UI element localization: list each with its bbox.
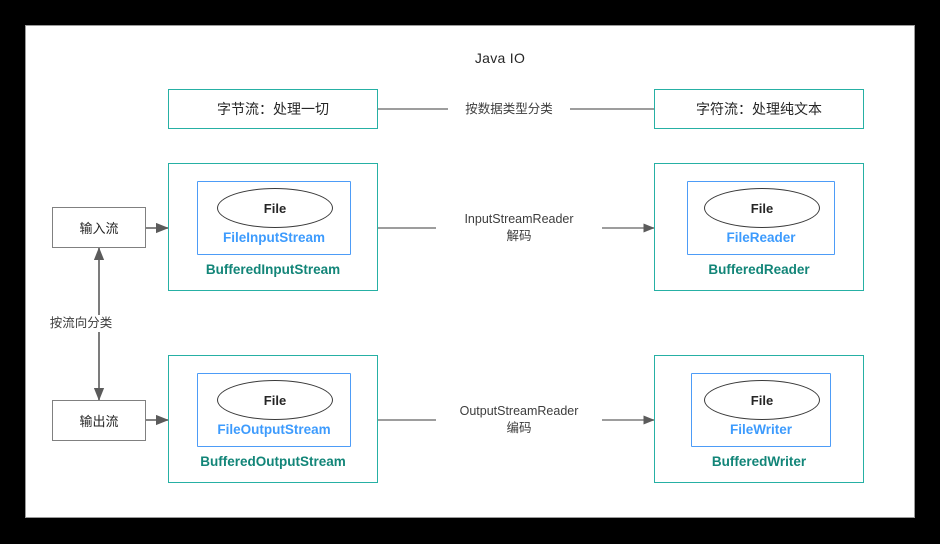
char-stream-box[interactable]: 字符流：处理纯文本: [654, 89, 864, 129]
group-buffered-writer[interactable]: File FileWriter BufferedWriter: [654, 355, 864, 483]
group-buffered-input-stream[interactable]: File FileInputStream BufferedInputStream: [168, 163, 378, 291]
ellipse-file: File: [217, 380, 333, 420]
ellipse-file-label: File: [263, 392, 287, 408]
char-stream-label: 字符流：处理纯文本: [696, 101, 822, 117]
edge-label-encode: 编码: [506, 421, 532, 435]
ellipse-file-label: File: [750, 200, 774, 216]
group-buffered-output-stream[interactable]: File FileOutputStream BufferedOutputStre…: [168, 355, 378, 483]
byte-stream-label: 字节流：处理一切: [217, 101, 329, 117]
input-stream-box[interactable]: 输入流: [52, 207, 146, 248]
diagram-title: Java IO: [474, 50, 526, 66]
input-stream-label: 输入流: [79, 221, 119, 236]
edge-label-input-stream-reader: InputStreamReader 解码: [436, 211, 602, 245]
inner-box-file-output-stream[interactable]: File FileOutputStream: [197, 373, 351, 447]
ellipse-file: File: [704, 380, 820, 420]
group-label-buffered-reader: BufferedReader: [708, 262, 810, 277]
edge-label-input-stream-reader-name: InputStreamReader: [464, 212, 574, 226]
inner-box-file-input-stream[interactable]: File FileInputStream: [197, 181, 351, 255]
edge-label-output-stream-reader: OutputStreamReader 编码: [436, 403, 602, 437]
group-label-buffered-writer: BufferedWriter: [711, 454, 807, 469]
group-buffered-reader[interactable]: File FileReader BufferedReader: [654, 163, 864, 291]
inner-box-file-reader[interactable]: File FileReader: [687, 181, 835, 255]
group-label-buffered-input-stream: BufferedInputStream: [205, 262, 341, 277]
inner-label-file-reader: FileReader: [726, 230, 796, 245]
byte-stream-box[interactable]: 字节流：处理一切: [168, 89, 378, 129]
output-stream-label: 输出流: [79, 414, 119, 429]
output-stream-box[interactable]: 输出流: [52, 400, 146, 441]
ellipse-file: File: [217, 188, 333, 228]
edge-label-decode: 解码: [506, 229, 532, 243]
edge-label-output-stream-reader-name: OutputStreamReader: [459, 404, 579, 418]
inner-label-file-writer: FileWriter: [729, 422, 792, 437]
inner-label-file-output-stream: FileOutputStream: [217, 422, 331, 437]
group-label-buffered-output-stream: BufferedOutputStream: [200, 454, 346, 469]
inner-box-file-writer[interactable]: File FileWriter: [691, 373, 831, 447]
ellipse-file: File: [704, 188, 820, 228]
edge-label-by-data-type: 按数据类型分类: [448, 101, 570, 118]
edge-label-by-direction: 按流向分类: [32, 315, 130, 332]
ellipse-file-label: File: [263, 200, 287, 216]
inner-label-file-input-stream: FileInputStream: [222, 230, 325, 245]
ellipse-file-label: File: [750, 392, 774, 408]
